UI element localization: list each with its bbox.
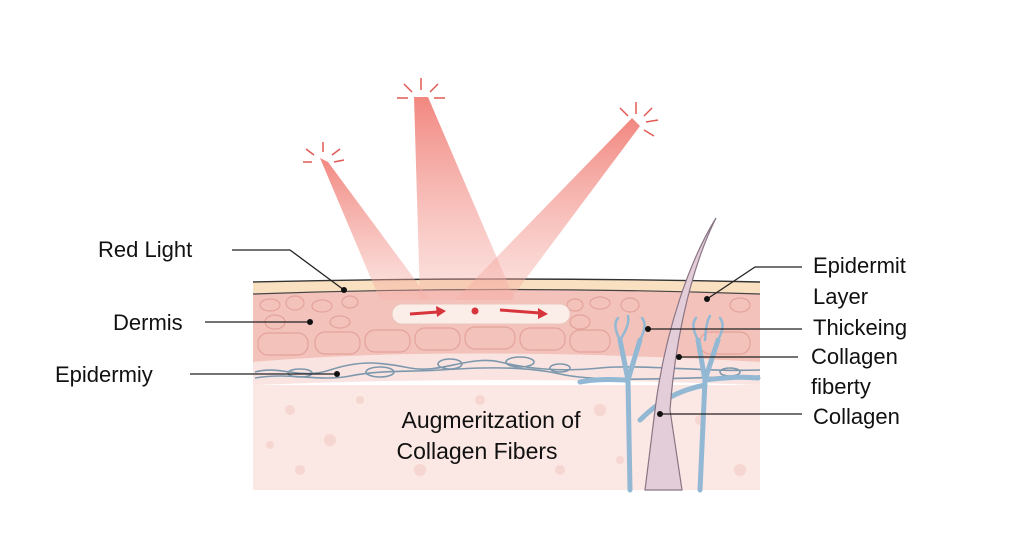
label-layer: Layer [813,284,868,309]
light-beam [320,158,430,300]
label-red-light: Red Light [98,237,192,262]
arrow-icon [436,306,446,317]
label-dermis: Dermis [113,310,183,335]
blood-vessels [577,314,761,493]
lower-dermis-texture [266,395,746,476]
blood-cell [471,307,479,315]
blood-flow [391,303,571,325]
dermis-layer [253,289,760,362]
skin-block [252,278,761,490]
light-beam [455,118,640,300]
label-epidermiy: Epidermiy [55,362,153,387]
label-epidermit: Epidermit [813,253,906,278]
label-collagen-2: Collagen [813,404,900,429]
caption-line-1: Augmeritzation of [402,407,582,433]
arrow-icon [499,308,541,315]
label-thickeing: Thickeing [813,315,907,340]
label-collagen: Collagen [811,344,898,369]
caption-line-2: Collagen Fibers [396,438,557,464]
label-fiberty: fiberty [811,374,871,399]
red-light-beams [303,78,659,300]
light-beam [414,97,515,300]
arrow-icon [409,310,439,316]
light-source-rays [303,78,659,163]
hair-shaft [644,217,717,491]
arrow-icon [538,308,548,319]
